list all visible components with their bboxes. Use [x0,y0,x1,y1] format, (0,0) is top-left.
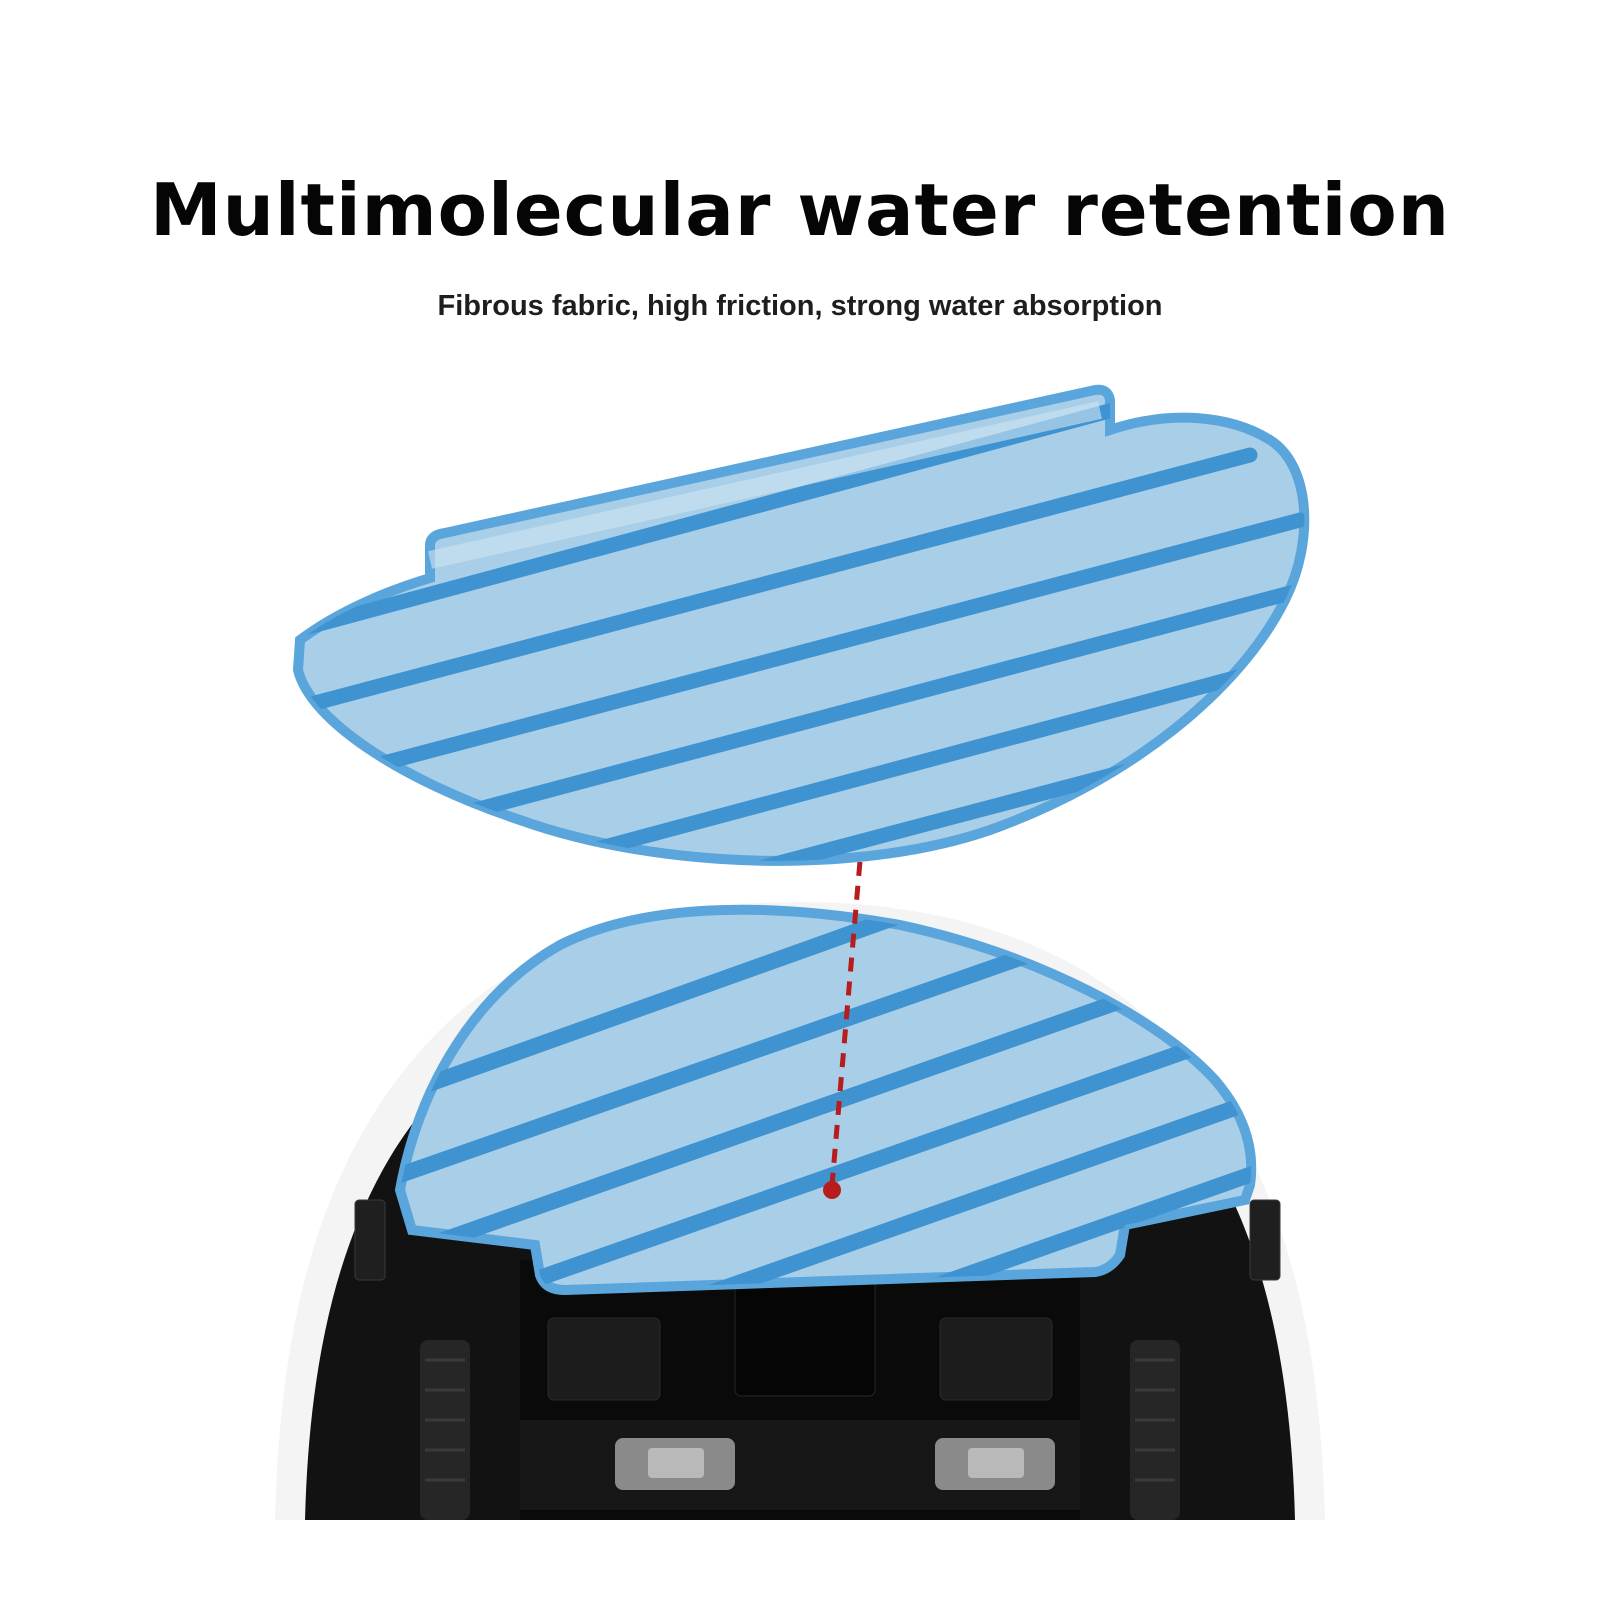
mop-pad-icon [292,384,1310,866]
mounted-mop-pad [394,904,1257,1296]
headline: Multimolecular water retention [149,168,1451,252]
subheadline: Fibrous fabric, high friction, strong wa… [437,290,1163,322]
dashed-connector-icon [823,837,865,1199]
